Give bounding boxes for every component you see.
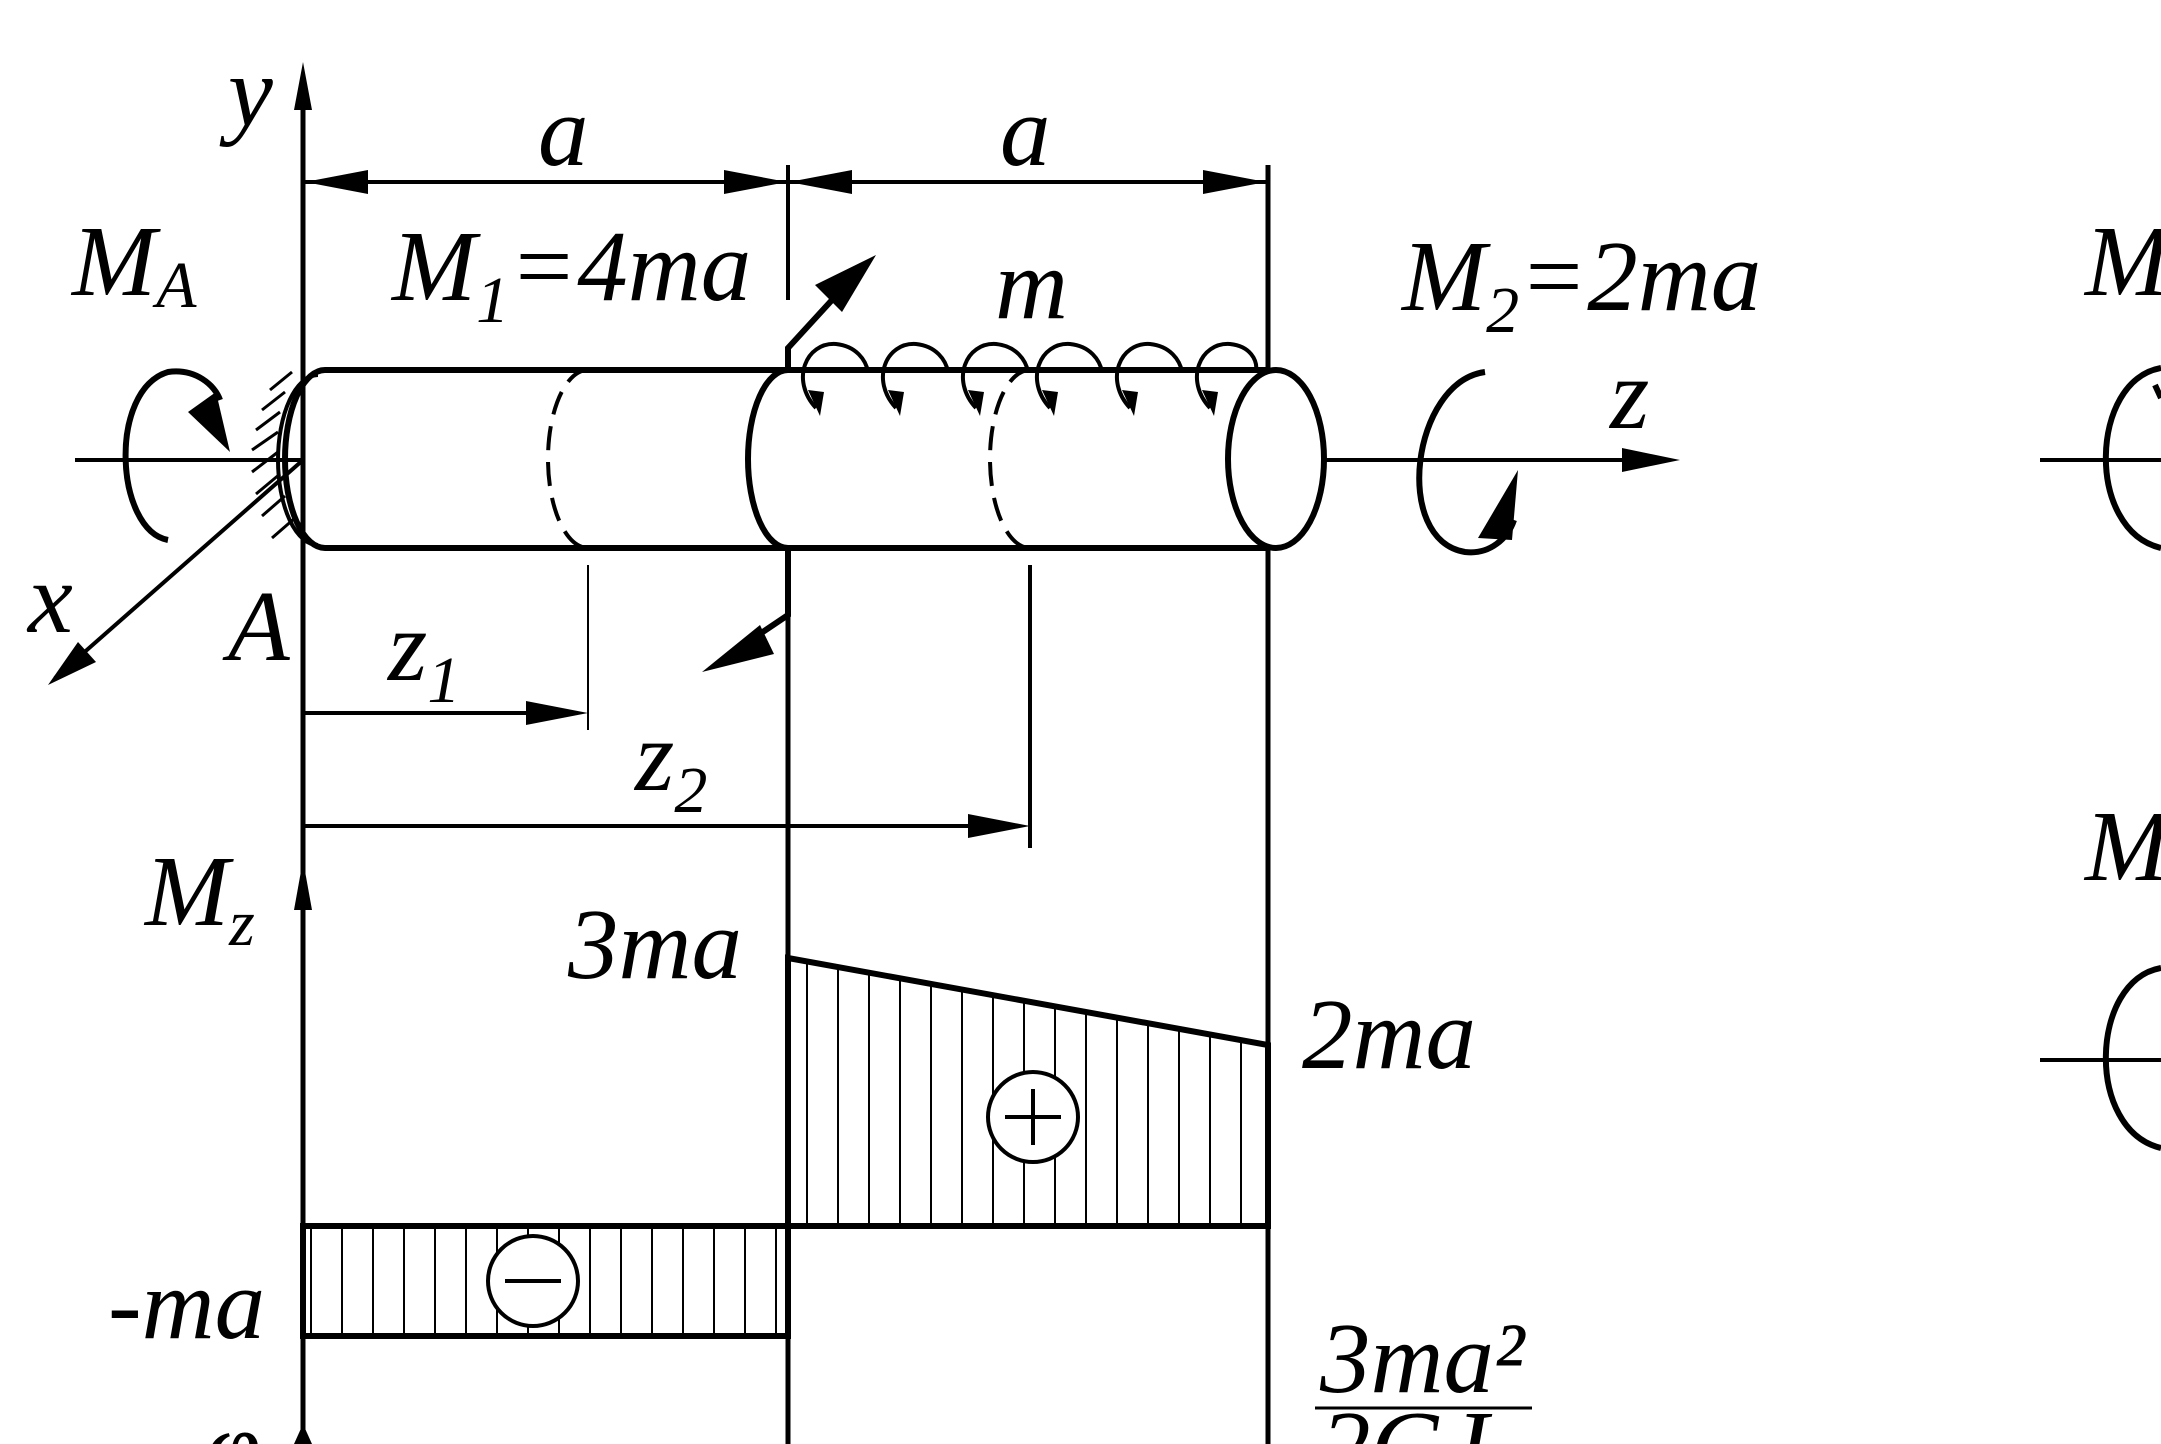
ma-moment-arc-icon	[122, 368, 223, 543]
y-axis-label: y	[219, 35, 273, 147]
support-hatch-1	[269, 370, 293, 392]
twist-angle-diagram: φ 3ma² 2GJ	[205, 1302, 1532, 1444]
m1-label: M1=4ma	[390, 210, 751, 337]
distributed-moment-arrow-icon	[888, 390, 904, 416]
shaft-middle-section-arc	[745, 367, 789, 551]
mz-value-neg-ma: -ma	[108, 1248, 265, 1360]
shaft-z1-section-arc	[546, 368, 589, 550]
distributed-moment-m: m	[800, 228, 1259, 416]
x-axis-line	[53, 458, 305, 680]
distributed-moment-arrow-icon	[968, 390, 984, 416]
support-hatch-3	[255, 410, 281, 432]
distributed-moment-curl-icon	[1194, 341, 1259, 410]
right-top-m-label: M	[2083, 205, 2161, 317]
fraction-denominator: 2GJ	[1320, 1390, 1492, 1444]
support-hatch-4	[251, 430, 279, 452]
dim-arrow-left-end	[724, 170, 787, 194]
z2-label: z2	[633, 700, 707, 827]
m1-lower-lever	[746, 548, 791, 645]
dim-arrow-right-end	[1203, 170, 1266, 194]
m2-label: M2=2ma	[1400, 220, 1761, 347]
m1-lower-arrowhead	[702, 625, 774, 672]
mz-value-2ma: 2ma	[1302, 978, 1476, 1090]
shaft	[282, 367, 1327, 551]
reaction-moment-ma: MA	[70, 205, 230, 543]
z1-label: z1	[386, 590, 460, 717]
concentrated-moment-m1: M1=4ma	[390, 210, 876, 672]
shaft-right-end-ellipse	[1225, 367, 1327, 551]
dim-arrow-left-start	[305, 170, 368, 194]
phi-axis-label: φ	[205, 1390, 261, 1444]
distributed-moment-arrow-icon	[1042, 390, 1058, 416]
right-top-moment-arc-icon	[2102, 365, 2161, 551]
span-label-right: a	[1000, 75, 1051, 187]
z1-arrowhead	[526, 701, 588, 725]
support-hatch-8	[271, 516, 296, 540]
mz-axis-label: Mz	[143, 835, 255, 960]
distributed-moment-curl-icon	[1114, 341, 1184, 410]
span-label-left: a	[538, 75, 589, 187]
support-hatch-2	[261, 390, 286, 412]
y-axis-arrowhead	[294, 62, 312, 110]
support-hatch-6	[255, 472, 281, 496]
fraction-numerator: 3ma²	[1319, 1302, 1526, 1414]
support-point-label: A	[222, 570, 291, 682]
dim-arrow-right-start	[789, 170, 852, 194]
coordinate-axes: y z x	[26, 35, 1680, 1444]
x-axis-label: x	[26, 542, 73, 654]
torque-diagram: Mz 3ma 2ma -ma	[108, 835, 1476, 1360]
z-axis-label: z	[1608, 338, 1649, 450]
right-middle-m-label: M	[2083, 790, 2161, 902]
m2-arrowhead	[1478, 470, 1518, 540]
span-dimensions: a a	[303, 75, 1271, 1444]
distributed-moment-label: m	[995, 228, 1068, 340]
mz-value-3ma: 3ma	[567, 888, 742, 1000]
right-middle-moment-arc-icon	[2102, 965, 2161, 1151]
z2-arrowhead	[968, 814, 1030, 838]
z-axis-arrowhead	[1622, 448, 1680, 472]
m1-upper-lever	[785, 297, 835, 370]
support-wall-arc	[276, 373, 319, 547]
distributed-moment-curl-icon	[880, 341, 950, 410]
distributed-moment-curl-icon	[800, 341, 870, 410]
distributed-moment-arrow-icon	[808, 390, 824, 416]
section-coordinates: z1 z2	[303, 565, 1032, 848]
shaft-z2-section-arc	[988, 368, 1031, 550]
phi-axis-arrowhead	[294, 1424, 312, 1444]
right-cropped-panel: M M	[2040, 205, 2161, 1151]
distributed-moment-curl-icon	[960, 341, 1030, 410]
x-axis-arrowhead	[48, 642, 96, 685]
distributed-moment-arrow-icon	[1202, 390, 1218, 416]
support-hatch-5	[251, 450, 279, 474]
ma-label: MA	[70, 205, 197, 322]
m1-upper-arrowhead	[815, 255, 876, 312]
ma-arrowhead	[188, 392, 230, 452]
concentrated-moment-m2: M2=2ma	[1400, 220, 1761, 556]
fixed-support-a: A	[222, 370, 319, 682]
support-hatch-7	[261, 494, 286, 518]
distributed-moment-arrow-icon	[1122, 390, 1138, 416]
right-top-arrow-stub	[2152, 383, 2161, 400]
mz-axis-arrowhead	[294, 860, 312, 910]
m2-moment-arc-icon	[1416, 369, 1517, 556]
distributed-moment-curl-icon	[1034, 341, 1104, 410]
